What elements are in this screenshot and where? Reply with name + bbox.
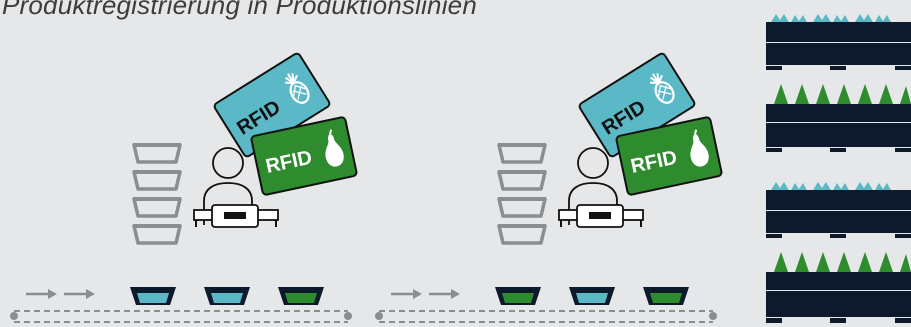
shelf-pears	[766, 84, 911, 152]
flow-arrows	[391, 289, 460, 299]
storage-shelves	[766, 14, 911, 323]
station-2: RFID RFID	[375, 52, 722, 322]
shelf-pineapples	[766, 182, 911, 238]
pear-icon	[774, 84, 911, 104]
empty-tray-stack	[133, 143, 181, 243]
empty-tray-stack	[498, 143, 546, 243]
conveyor-belt	[375, 311, 717, 322]
conveyor-belt	[10, 311, 352, 322]
flow-arrows	[26, 289, 95, 299]
shelf-pineapples	[766, 14, 911, 70]
shelf-pears	[766, 252, 911, 323]
conveyor-trays	[495, 287, 689, 305]
pear-icon	[774, 252, 911, 272]
conveyor-trays	[130, 287, 324, 305]
station-1: RFID RFID	[10, 52, 357, 322]
